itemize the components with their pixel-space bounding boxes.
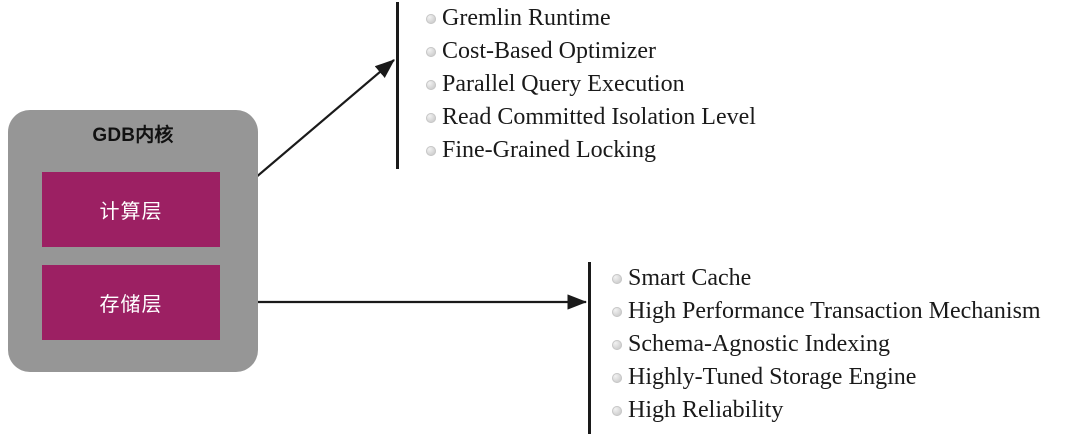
list-item-label: Read Committed Isolation Level — [442, 104, 756, 130]
list-item-label: High Reliability — [628, 397, 784, 423]
list-item: Cost-Based Optimizer — [396, 35, 756, 68]
list-item: Highly-Tuned Storage Engine — [588, 361, 1041, 394]
storage-layer-box[interactable]: 存储层 — [42, 265, 220, 340]
gdb-kernel-container: GDB内核 计算层 存储层 — [8, 110, 258, 372]
list-item-label: Fine-Grained Locking — [442, 137, 656, 163]
list-item-label: Cost-Based Optimizer — [442, 38, 656, 64]
list-item-label: High Performance Transaction Mechanism — [628, 298, 1041, 324]
bullet-icon — [612, 339, 622, 350]
list-item: High Performance Transaction Mechanism — [588, 295, 1041, 328]
bullet-icon — [612, 273, 622, 284]
list-item-label: Gremlin Runtime — [442, 5, 611, 31]
bullet-icon — [612, 372, 622, 383]
bullet-icon — [426, 112, 436, 123]
bullet-icon — [612, 306, 622, 317]
list-item: High Reliability — [588, 394, 1041, 427]
bullet-icon — [426, 79, 436, 90]
bullet-icon — [426, 145, 436, 156]
list-item: Fine-Grained Locking — [396, 134, 756, 167]
compute-layer-features: Gremlin Runtime Cost-Based Optimizer Par… — [396, 2, 756, 169]
list-item-label: Schema-Agnostic Indexing — [628, 331, 890, 357]
list-item: Read Committed Isolation Level — [396, 101, 756, 134]
compute-layer-label: 计算层 — [99, 201, 163, 223]
list-rule — [588, 262, 591, 434]
bullet-icon — [426, 46, 436, 57]
list-item: Parallel Query Execution — [396, 68, 756, 101]
bullet-icon — [612, 405, 622, 416]
compute-layer-box[interactable]: 计算层 — [42, 172, 220, 247]
list-item-label: Highly-Tuned Storage Engine — [628, 364, 917, 390]
list-item: Smart Cache — [588, 262, 1041, 295]
list-rule — [396, 2, 399, 169]
feature-item-list: Smart Cache High Performance Transaction… — [588, 262, 1041, 427]
list-item-label: Smart Cache — [628, 265, 752, 291]
bullet-icon — [426, 13, 436, 24]
list-item-label: Parallel Query Execution — [442, 71, 685, 97]
storage-layer-label: 存储层 — [99, 294, 163, 316]
feature-item-list: Gremlin Runtime Cost-Based Optimizer Par… — [396, 2, 756, 167]
list-item: Schema-Agnostic Indexing — [588, 328, 1041, 361]
page-title: GDB内核 — [92, 125, 174, 146]
list-item: Gremlin Runtime — [396, 2, 756, 35]
storage-layer-features: Smart Cache High Performance Transaction… — [588, 262, 1041, 434]
